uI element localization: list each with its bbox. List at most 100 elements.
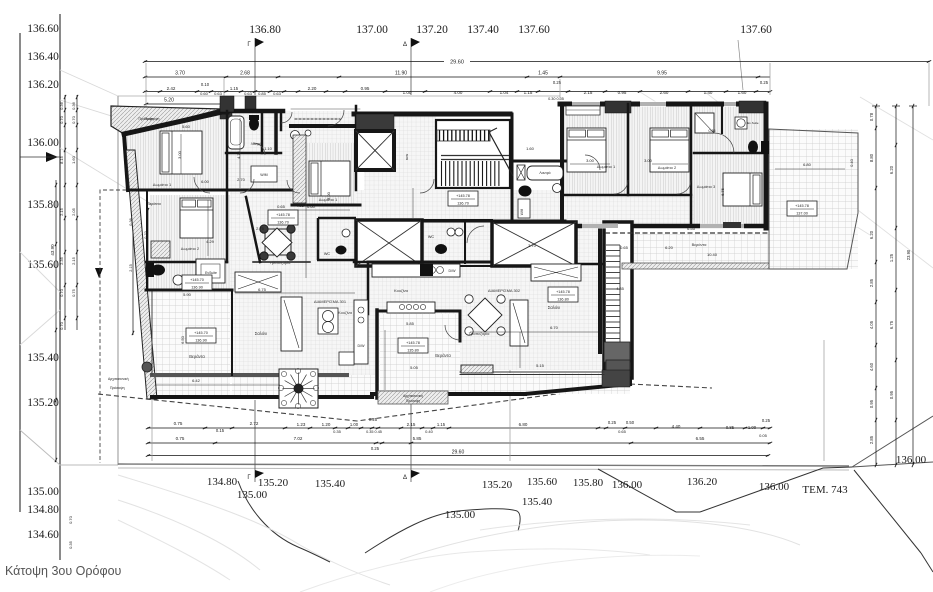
svg-text:0.15: 0.15: [216, 428, 225, 433]
svg-text:6.80: 6.80: [519, 422, 528, 427]
svg-text:0.85: 0.85: [726, 425, 735, 430]
svg-text:135.80: 135.80: [27, 199, 59, 211]
svg-text:Δωμάτιο 1: Δωμάτιο 1: [597, 164, 616, 169]
svg-text:136.00: 136.00: [896, 454, 927, 466]
svg-text:135.00: 135.00: [237, 489, 268, 501]
svg-text:23.90: 23.90: [906, 249, 911, 260]
svg-text:137.60: 137.60: [518, 24, 550, 36]
svg-text:M/W: M/W: [405, 154, 409, 160]
svg-text:5.05: 5.05: [410, 365, 419, 370]
svg-text:Σαλόνι: Σαλόνι: [548, 305, 560, 310]
svg-text:135.60: 135.60: [27, 259, 59, 271]
svg-text:W/M: W/M: [520, 208, 524, 215]
svg-text:+145.78: +145.78: [795, 204, 809, 208]
svg-text:0.95: 0.95: [361, 86, 370, 91]
svg-text:1.15: 1.15: [230, 86, 239, 91]
svg-text:Λουτρό: Λουτρό: [539, 171, 550, 175]
svg-text:0.25: 0.25: [608, 420, 617, 425]
svg-text:0.63: 0.63: [244, 91, 253, 96]
svg-text:1.40: 1.40: [704, 90, 713, 95]
svg-text:0.65: 0.65: [709, 129, 716, 133]
svg-text:136.80: 136.80: [557, 298, 569, 302]
svg-text:Δωμάτιο 2: Δωμάτιο 2: [658, 165, 677, 170]
svg-text:137.40: 137.40: [467, 24, 499, 36]
svg-text:6.75: 6.75: [258, 287, 267, 292]
svg-text:Γ: Γ: [247, 475, 251, 481]
svg-text:6.80: 6.80: [803, 162, 812, 167]
svg-text:0.25: 0.25: [760, 80, 769, 85]
svg-text:+145.78: +145.78: [276, 213, 290, 217]
svg-text:1.23: 1.23: [297, 422, 306, 427]
svg-text:Πρόσοψη: Πρόσοψη: [406, 399, 420, 403]
svg-text:0.78: 0.78: [869, 112, 874, 121]
svg-text:2.85: 2.85: [869, 278, 874, 287]
svg-text:Δωμάτιο 2: Δωμάτιο 2: [181, 246, 200, 251]
svg-text:1.15: 1.15: [437, 422, 446, 427]
svg-text:5.20: 5.20: [164, 98, 174, 104]
svg-text:2.15: 2.15: [71, 256, 76, 265]
svg-text:2.68: 2.68: [240, 71, 250, 77]
svg-text:Αρχιτεκτονική: Αρχιτεκτονική: [403, 394, 423, 398]
svg-text:0.25: 0.25: [762, 418, 771, 423]
svg-text:5.60: 5.60: [182, 124, 191, 129]
svg-text:5.15: 5.15: [536, 363, 545, 368]
svg-text:134.80: 134.80: [27, 504, 59, 516]
svg-text:0.40: 0.40: [425, 429, 434, 434]
svg-text:43.90: 43.90: [50, 244, 55, 256]
svg-text:8.80: 8.80: [869, 153, 874, 162]
svg-text:6.55: 6.55: [687, 226, 696, 231]
svg-text:0.75: 0.75: [71, 288, 76, 297]
svg-text:135.40: 135.40: [27, 352, 59, 364]
svg-text:Τραπεζαρία: Τραπεζαρία: [469, 331, 491, 336]
svg-text:137.00: 137.00: [356, 24, 388, 36]
svg-text:136.90: 136.90: [191, 286, 203, 290]
svg-text:WC: WC: [428, 235, 435, 239]
svg-text:3.00: 3.00: [586, 158, 595, 163]
svg-text:0.40: 0.40: [849, 158, 854, 167]
svg-text:Κουζίνα: Κουζίνα: [394, 288, 409, 293]
svg-text:0.95: 0.95: [618, 90, 627, 95]
svg-text:Δωμάτιο 1: Δωμάτιο 1: [153, 182, 172, 187]
svg-text:1.45: 1.45: [538, 71, 548, 77]
svg-text:0.70: 0.70: [68, 515, 73, 524]
svg-text:137.60: 137.60: [740, 24, 772, 36]
svg-text:4.05: 4.05: [869, 320, 874, 329]
svg-text:1.15: 1.15: [524, 90, 533, 95]
svg-text:6.55: 6.55: [696, 436, 705, 441]
svg-text:136.40: 136.40: [27, 51, 59, 63]
svg-text:135.80: 135.80: [573, 477, 604, 489]
svg-text:29.60: 29.60: [450, 60, 464, 66]
svg-text:11.90: 11.90: [395, 71, 407, 77]
svg-text:WC: WC: [324, 252, 331, 256]
svg-text:0.75: 0.75: [176, 436, 185, 441]
svg-text:135.20: 135.20: [482, 479, 513, 491]
svg-text:0.95: 0.95: [889, 390, 894, 399]
svg-text:0.60: 0.60: [200, 91, 209, 96]
svg-text:0.70: 0.70: [59, 288, 64, 297]
svg-text:136.00: 136.00: [759, 481, 790, 493]
svg-text:3.00: 3.00: [177, 150, 182, 159]
svg-text:4.60: 4.60: [869, 362, 874, 371]
svg-text:6.75: 6.75: [720, 187, 725, 196]
svg-text:7.02: 7.02: [294, 436, 303, 441]
svg-text:Βεράντα: Βεράντα: [147, 202, 160, 206]
svg-text:3.70: 3.70: [175, 71, 185, 77]
svg-text:6.50: 6.50: [180, 335, 185, 344]
svg-text:135.40: 135.40: [315, 478, 346, 490]
svg-text:Κουζίνα: Κουζίνα: [338, 310, 353, 315]
svg-text:2.60: 2.60: [660, 90, 669, 95]
svg-text:D/W: D/W: [449, 269, 457, 273]
svg-text:1.04: 1.04: [500, 90, 509, 95]
svg-text:2.20: 2.20: [308, 86, 317, 91]
svg-text:6.42: 6.42: [192, 378, 201, 383]
svg-text:10.40: 10.40: [707, 252, 718, 257]
svg-text:0.25: 0.25: [369, 417, 378, 422]
svg-text:2.70: 2.70: [237, 177, 246, 182]
svg-text:136.70: 136.70: [457, 202, 469, 206]
svg-text:137.00: 137.00: [796, 212, 808, 216]
svg-text:6.75: 6.75: [889, 320, 894, 329]
svg-text:ΔΙΑΜΕΡΙΣΜΑ 302: ΔΙΑΜΕΡΙΣΜΑ 302: [488, 288, 521, 293]
svg-text:2.72: 2.72: [250, 421, 259, 426]
svg-text:Πρόσοψη: Πρόσοψη: [144, 117, 159, 121]
svg-text:2.15: 2.15: [407, 422, 416, 427]
